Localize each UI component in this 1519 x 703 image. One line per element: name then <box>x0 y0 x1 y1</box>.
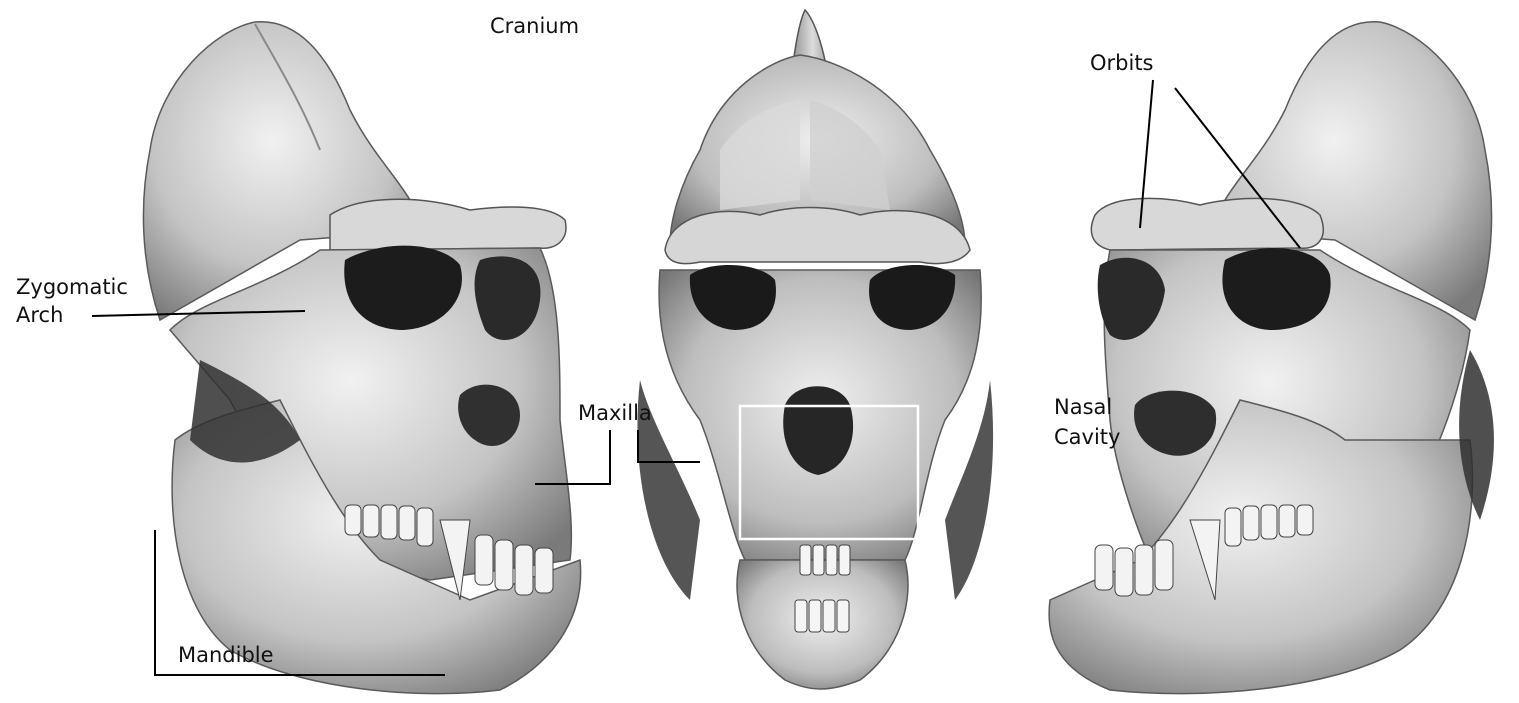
skull-front-view <box>637 10 993 689</box>
label-nasal-line1: Nasal <box>1054 395 1112 419</box>
label-nasal-line2: Cavity <box>1054 425 1120 449</box>
skull-right-view <box>1049 22 1494 694</box>
label-orbits: Orbits <box>1090 51 1154 75</box>
label-maxilla: Maxilla <box>578 401 652 425</box>
label-zygomatic-line2: Arch <box>16 303 63 327</box>
skull-front-brow <box>665 208 970 264</box>
skull-left-brow <box>330 199 566 250</box>
label-mandible: Mandible <box>178 643 274 667</box>
label-cranium: Cranium <box>490 14 579 38</box>
skull-right-brow <box>1091 198 1323 250</box>
label-zygomatic-line1: Zygomatic <box>16 275 128 299</box>
skull-left-view <box>143 22 580 694</box>
